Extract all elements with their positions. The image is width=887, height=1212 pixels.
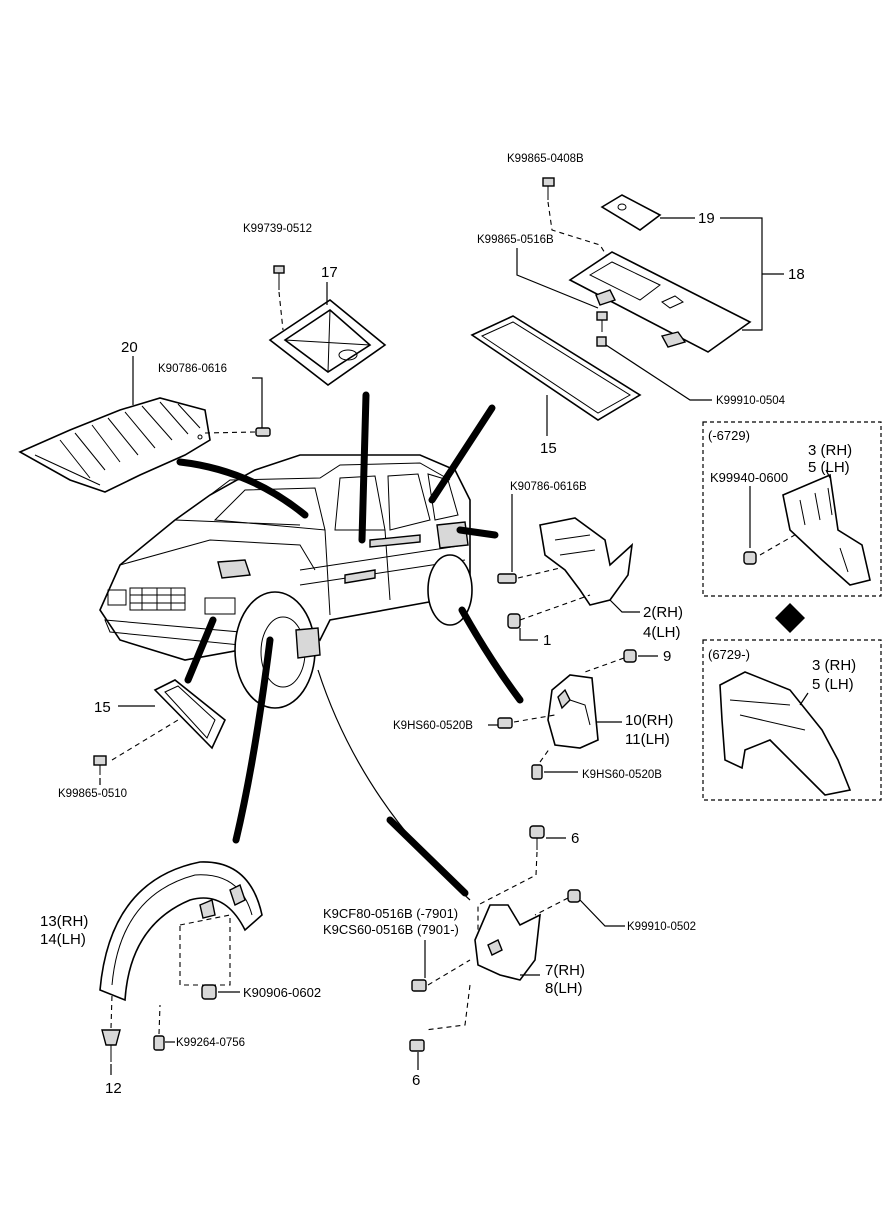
pn-k99940-0600: K99940-0600 <box>710 470 788 485</box>
callout-6-top: 6 <box>571 830 579 847</box>
screw-icon <box>497 717 513 729</box>
screw-icon <box>531 764 543 780</box>
part-20-under-cover <box>18 397 211 493</box>
callout-15-top: 15 <box>540 440 557 457</box>
pn-k90786-0616b: K90786-0616B <box>510 481 587 493</box>
screw-icon <box>411 979 427 992</box>
callout-2rh: 2(RH) <box>643 604 683 621</box>
callout-11lh: 11(LH) <box>625 731 670 748</box>
inset-range-after: (6729-) <box>708 647 750 662</box>
bolt-icon <box>497 573 517 584</box>
bolt-icon <box>255 427 271 437</box>
pn-k99910-0504: K99910-0504 <box>716 395 786 407</box>
screw-icon <box>93 755 107 775</box>
callout-9: 9 <box>663 648 671 665</box>
clip-icon <box>101 1029 121 1062</box>
part-3-5-bracket-early <box>782 473 871 586</box>
callout-10rh: 10(RH) <box>625 712 673 729</box>
pn-k9cs60-0516b: K9CS60-0516B (7901-) <box>323 922 459 937</box>
screw-icon <box>542 177 555 200</box>
bolt-icon <box>507 613 521 629</box>
callout-15-left: 15 <box>94 699 111 716</box>
double-arrow-icon <box>775 603 805 633</box>
clip-icon <box>529 825 545 850</box>
inset-range-before: (-6729) <box>708 428 750 443</box>
callout-inset-bottom-5lh: 5 (LH) <box>812 676 854 693</box>
part-17-plug-plate <box>268 299 387 386</box>
screw-icon <box>153 1035 165 1051</box>
callout-8lh: 8(LH) <box>545 980 583 997</box>
callout-inset-bottom-3rh: 3 (RH) <box>812 657 856 674</box>
inset-box-after-6729 <box>702 639 882 801</box>
clip-icon <box>596 336 607 347</box>
pn-k9hs60-0520b-right: K9HS60-0520B <box>582 769 662 781</box>
callout-13rh: 13(RH) <box>40 913 88 930</box>
nut-icon <box>743 551 757 565</box>
nut-icon <box>623 649 637 663</box>
inset-box-before-6729 <box>702 421 882 597</box>
callout-12: 12 <box>105 1080 122 1097</box>
screw-icon <box>409 1039 425 1052</box>
pn-k99739-0512: K99739-0512 <box>243 223 312 235</box>
callout-4lh: 4(LH) <box>643 624 681 641</box>
part-15-seal-top <box>470 315 642 421</box>
callout-6-bottom: 6 <box>412 1072 420 1089</box>
part-3-5-bracket-late <box>719 671 852 796</box>
callout-17: 17 <box>321 264 338 281</box>
nut-icon <box>567 889 581 903</box>
pn-k9hs60-0520b-left: K9HS60-0520B <box>393 720 473 732</box>
part-7-8-mud-flap <box>474 904 541 981</box>
callout-7rh: 7(RH) <box>545 962 585 979</box>
callout-19: 19 <box>698 210 715 227</box>
part-15-seal-left <box>153 679 226 750</box>
vehicle-illustration <box>99 454 473 709</box>
pn-k90906-0602: K90906-0602 <box>243 985 321 1000</box>
pn-k99865-0408b: K99865-0408B <box>507 153 584 165</box>
part-10-11-mud-flap <box>547 674 599 749</box>
callout-20: 20 <box>121 339 138 356</box>
callout-14lh: 14(LH) <box>40 931 86 948</box>
pn-k99910-0502: K99910-0502 <box>627 921 696 933</box>
part-2-4-mud-guard <box>539 517 634 606</box>
part-18-cover-assembly <box>568 251 752 353</box>
pn-k90786-0616: K90786-0616 <box>158 363 227 375</box>
part-13-14-wheel-house-liner <box>99 861 263 1002</box>
pn-k99865-0510: K99865-0510 <box>58 788 127 800</box>
screw-icon <box>596 311 608 332</box>
nut-icon <box>201 984 217 1000</box>
callout-inset-top-3rh: 3 (RH) <box>808 442 852 459</box>
pn-k99264-0756: K99264-0756 <box>176 1037 245 1049</box>
callout-18: 18 <box>788 266 805 283</box>
pointer-lines <box>176 391 524 901</box>
screw-icon <box>273 265 285 290</box>
pn-k9cf80-0516b: K9CF80-0516B (-7901) <box>323 906 458 921</box>
callout-1: 1 <box>543 632 551 649</box>
callout-inset-top-5lh: 5 (LH) <box>808 459 850 476</box>
part-19-cover <box>600 194 662 231</box>
pn-k99865-0516b: K99865-0516B <box>477 234 554 246</box>
